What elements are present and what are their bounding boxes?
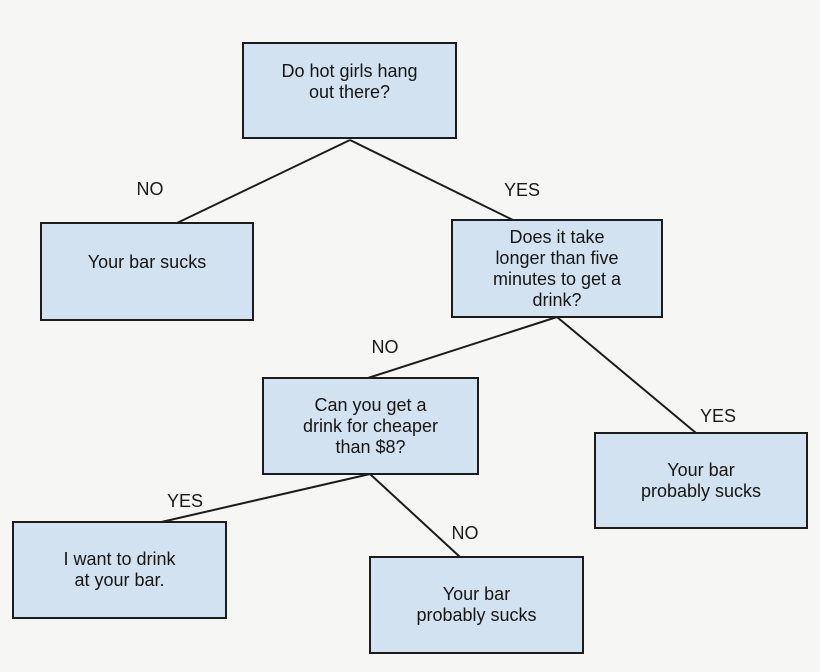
node-question-hot-girls-label: Do hot girls hang out there? <box>281 60 418 102</box>
node-result-bar-sucks: Your bar sucks <box>40 222 254 321</box>
edge-hot-girls-yes <box>349 139 516 222</box>
edge-label-yes-top: YES <box>503 180 541 200</box>
edge-cheaper-yes <box>156 473 371 524</box>
node-result-probably-sucks-bottom-label: Your bar probably sucks <box>416 584 537 625</box>
node-result-probably-sucks-right: Your bar probably sucks <box>594 432 808 529</box>
edge-five-minutes-no <box>367 316 558 379</box>
node-result-probably-sucks-right-label: Your bar probably sucks <box>640 459 762 501</box>
node-result-bar-sucks-label: Your bar sucks <box>87 252 207 272</box>
edge-label-no-bottom: NO <box>451 523 479 543</box>
node-question-five-minutes-label: Does it take longer than five minutes to… <box>492 226 622 310</box>
node-result-want-to-drink-label: I want to drink at your bar. <box>63 549 176 590</box>
node-result-want-to-drink: I want to drink at your bar. <box>12 521 227 619</box>
edge-label-yes-right: YES <box>699 406 737 426</box>
node-question-hot-girls: Do hot girls hang out there? <box>242 42 457 139</box>
node-question-cheaper-drink-label: Can you get a drink for cheaper than $8? <box>302 394 439 457</box>
edge-label-no-top: NO <box>136 179 164 199</box>
edge-hot-girls-no <box>176 139 351 224</box>
edge-label-no-middle: NO <box>371 337 399 357</box>
node-question-cheaper-drink: Can you get a drink for cheaper than $8? <box>262 377 479 475</box>
edge-five-minutes-yes <box>556 316 697 434</box>
edge-cheaper-no <box>369 473 461 558</box>
node-result-probably-sucks-bottom: Your bar probably sucks <box>369 556 584 654</box>
edge-label-yes-bottom-left: YES <box>166 491 204 511</box>
node-question-five-minutes: Does it take longer than five minutes to… <box>451 219 663 318</box>
